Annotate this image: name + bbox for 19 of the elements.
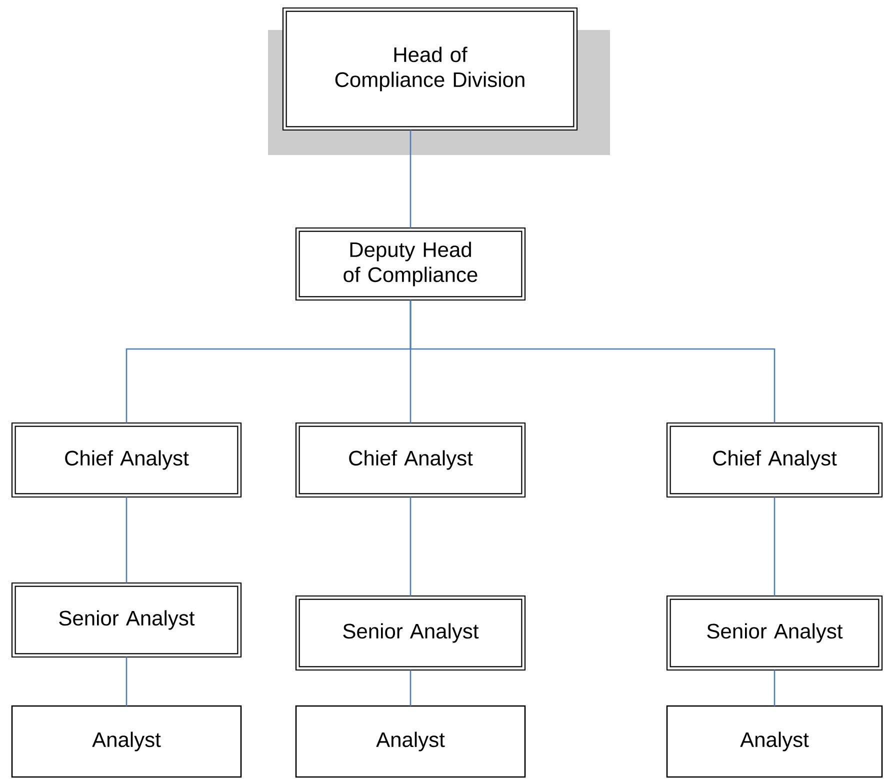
connector-line [126,657,128,706]
role-box: Chief Analyst [11,422,242,498]
connector-line [410,300,776,423]
connector-line [774,497,776,596]
role-box: Chief Analyst [666,422,883,498]
role-box: Deputy Head of Compliance [295,227,526,301]
title-box: Head of Compliance Division [268,7,610,155]
role-box: Senior Analyst [666,595,883,671]
role-box: Analyst [295,705,526,778]
role-box: Senior Analyst [295,595,526,671]
role-box: Analyst [11,705,242,778]
connector-line [410,130,412,228]
connector-line [126,497,128,583]
connector-line [774,670,776,706]
connector-line [410,670,412,706]
role-box: Chief Analyst [295,422,526,498]
connector-line [410,497,412,596]
role-box: Analyst [666,705,883,778]
role-box: Senior Analyst [11,582,242,658]
